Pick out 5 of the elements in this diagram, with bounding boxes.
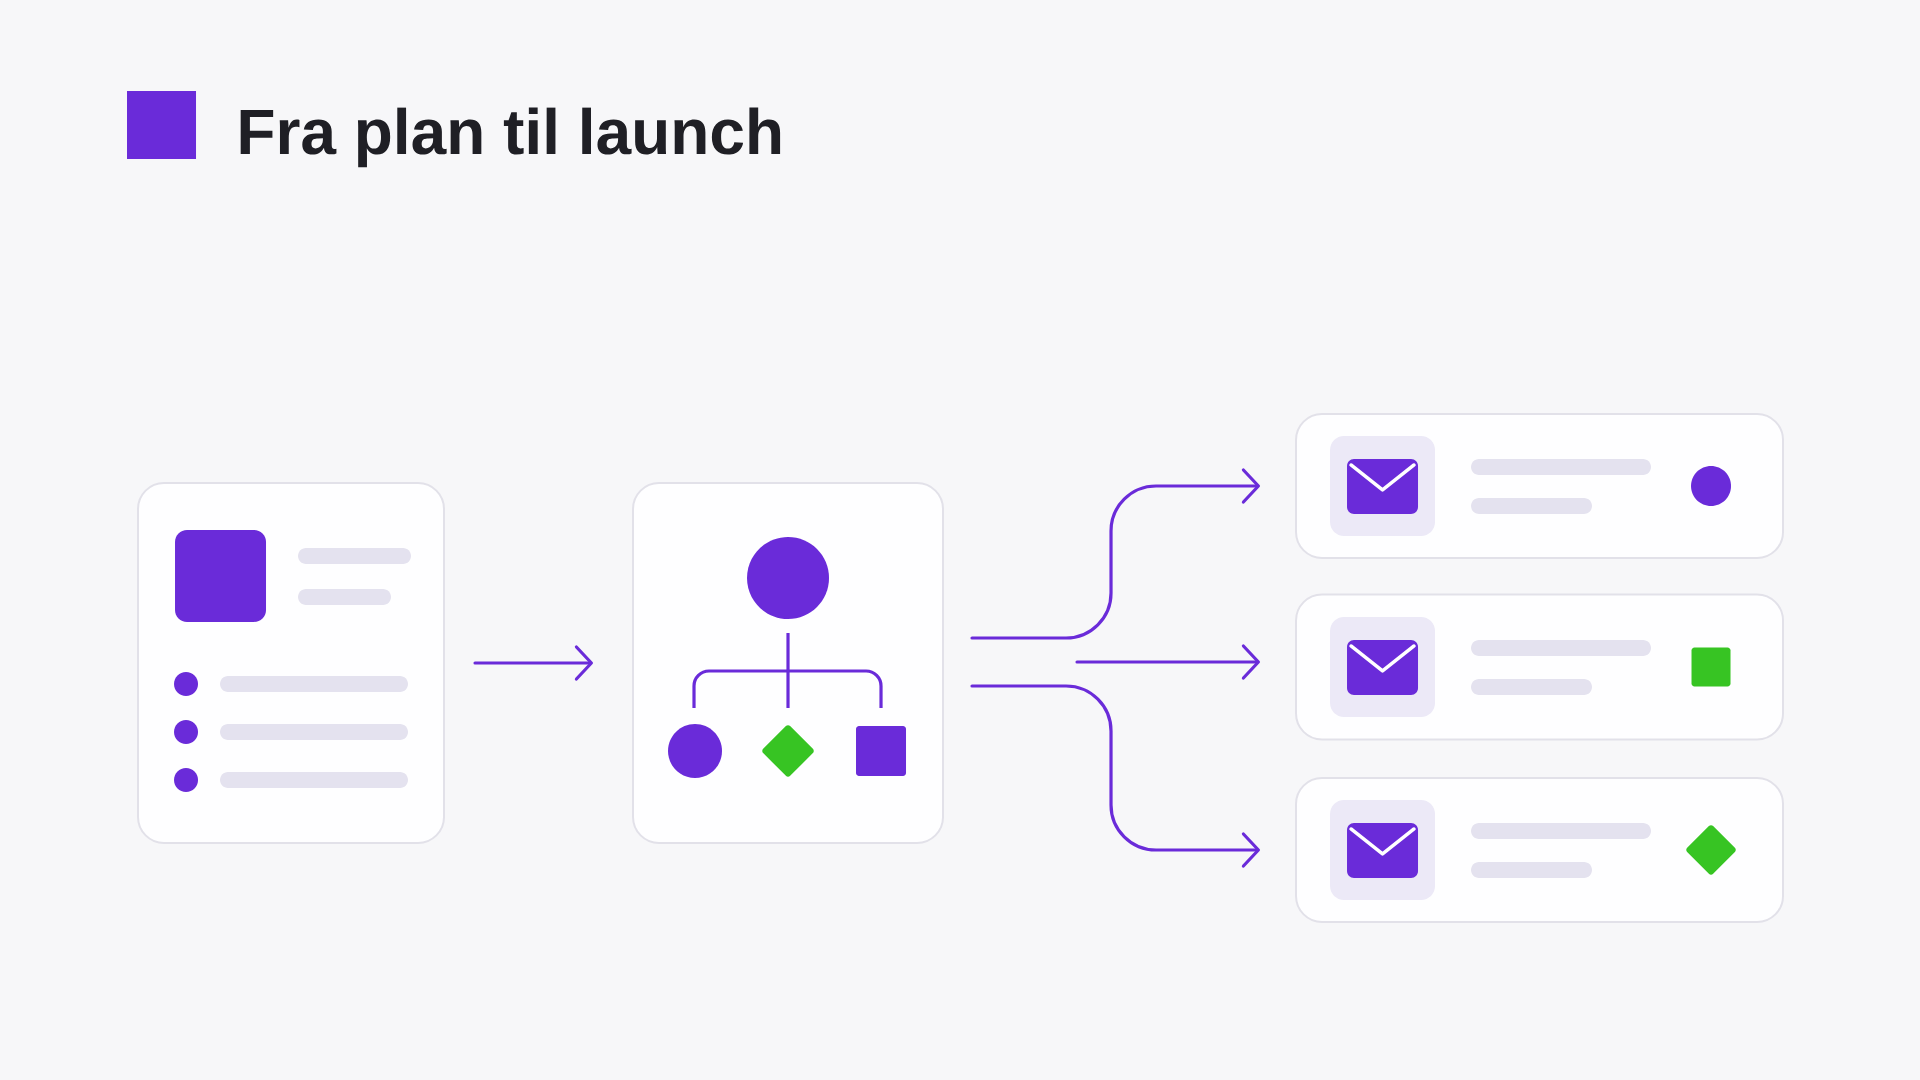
arrow: [970, 468, 1260, 640]
arrow: [473, 645, 593, 681]
arrow: [1075, 644, 1260, 680]
title: Fra plan til launch: [240, 107, 781, 168]
arrow: [970, 684, 1260, 868]
